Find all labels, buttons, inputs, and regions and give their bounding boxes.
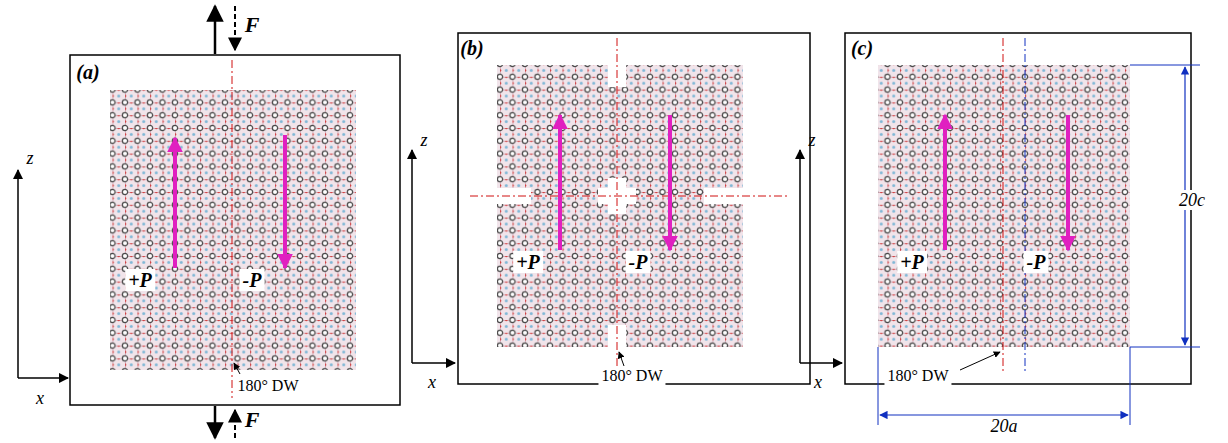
panel-b: [412, 33, 810, 384]
panel-label: (c): [851, 38, 873, 58]
axis-label: x: [428, 373, 436, 391]
axis-label: z: [420, 131, 427, 149]
polarization-label: -P: [240, 269, 265, 291]
domain-wall-label: 180° DW: [598, 367, 665, 385]
polarization-label: -P: [1024, 251, 1049, 273]
force-label: F: [245, 14, 260, 36]
dimension-label: 20c: [1176, 190, 1208, 210]
panel-label: (a): [76, 62, 99, 82]
polarization-label: +P: [125, 269, 155, 291]
panel-a: [18, 6, 400, 438]
polarization-label: -P: [626, 251, 651, 273]
axis-label: x: [814, 373, 822, 391]
panel-label: (b): [460, 38, 483, 58]
panel-c: [800, 33, 1200, 425]
axis-label: z: [26, 149, 33, 167]
axis-label: x: [36, 389, 44, 407]
force-label: F: [245, 409, 260, 431]
axis-label: z: [808, 131, 815, 149]
domain-wall-label: 180° DW: [234, 377, 301, 395]
polarization-label: +P: [897, 251, 927, 273]
dimension-label: 20a: [988, 416, 1021, 436]
domain-wall-label: 180° DW: [884, 367, 951, 385]
polarization-label: +P: [513, 251, 543, 273]
